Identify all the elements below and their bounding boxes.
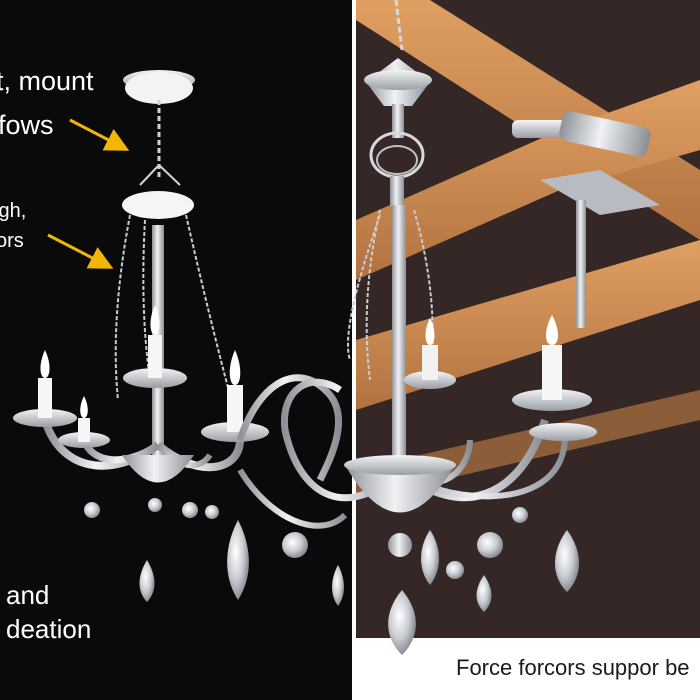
left-chandelier <box>13 70 348 606</box>
caption-strip <box>356 638 700 700</box>
wood-beam <box>356 240 700 410</box>
annotation-label: fows <box>0 110 54 140</box>
annotation-label: igh, <box>0 200 27 222</box>
photo-caption: Force forcors suppor be <box>456 655 690 680</box>
annotation-arrow-icon <box>47 233 114 269</box>
right-chandelier <box>280 58 597 655</box>
annotation-label: and <box>6 580 50 610</box>
panel-divider <box>352 0 356 700</box>
annotation-label: t, mount <box>0 66 94 96</box>
annotation-arrow-icon <box>69 118 130 151</box>
annotation-label: deation <box>6 614 92 644</box>
annotation-label: ors <box>0 230 24 252</box>
beam-bracket-icon <box>512 111 660 328</box>
ceiling-photo <box>356 0 700 700</box>
